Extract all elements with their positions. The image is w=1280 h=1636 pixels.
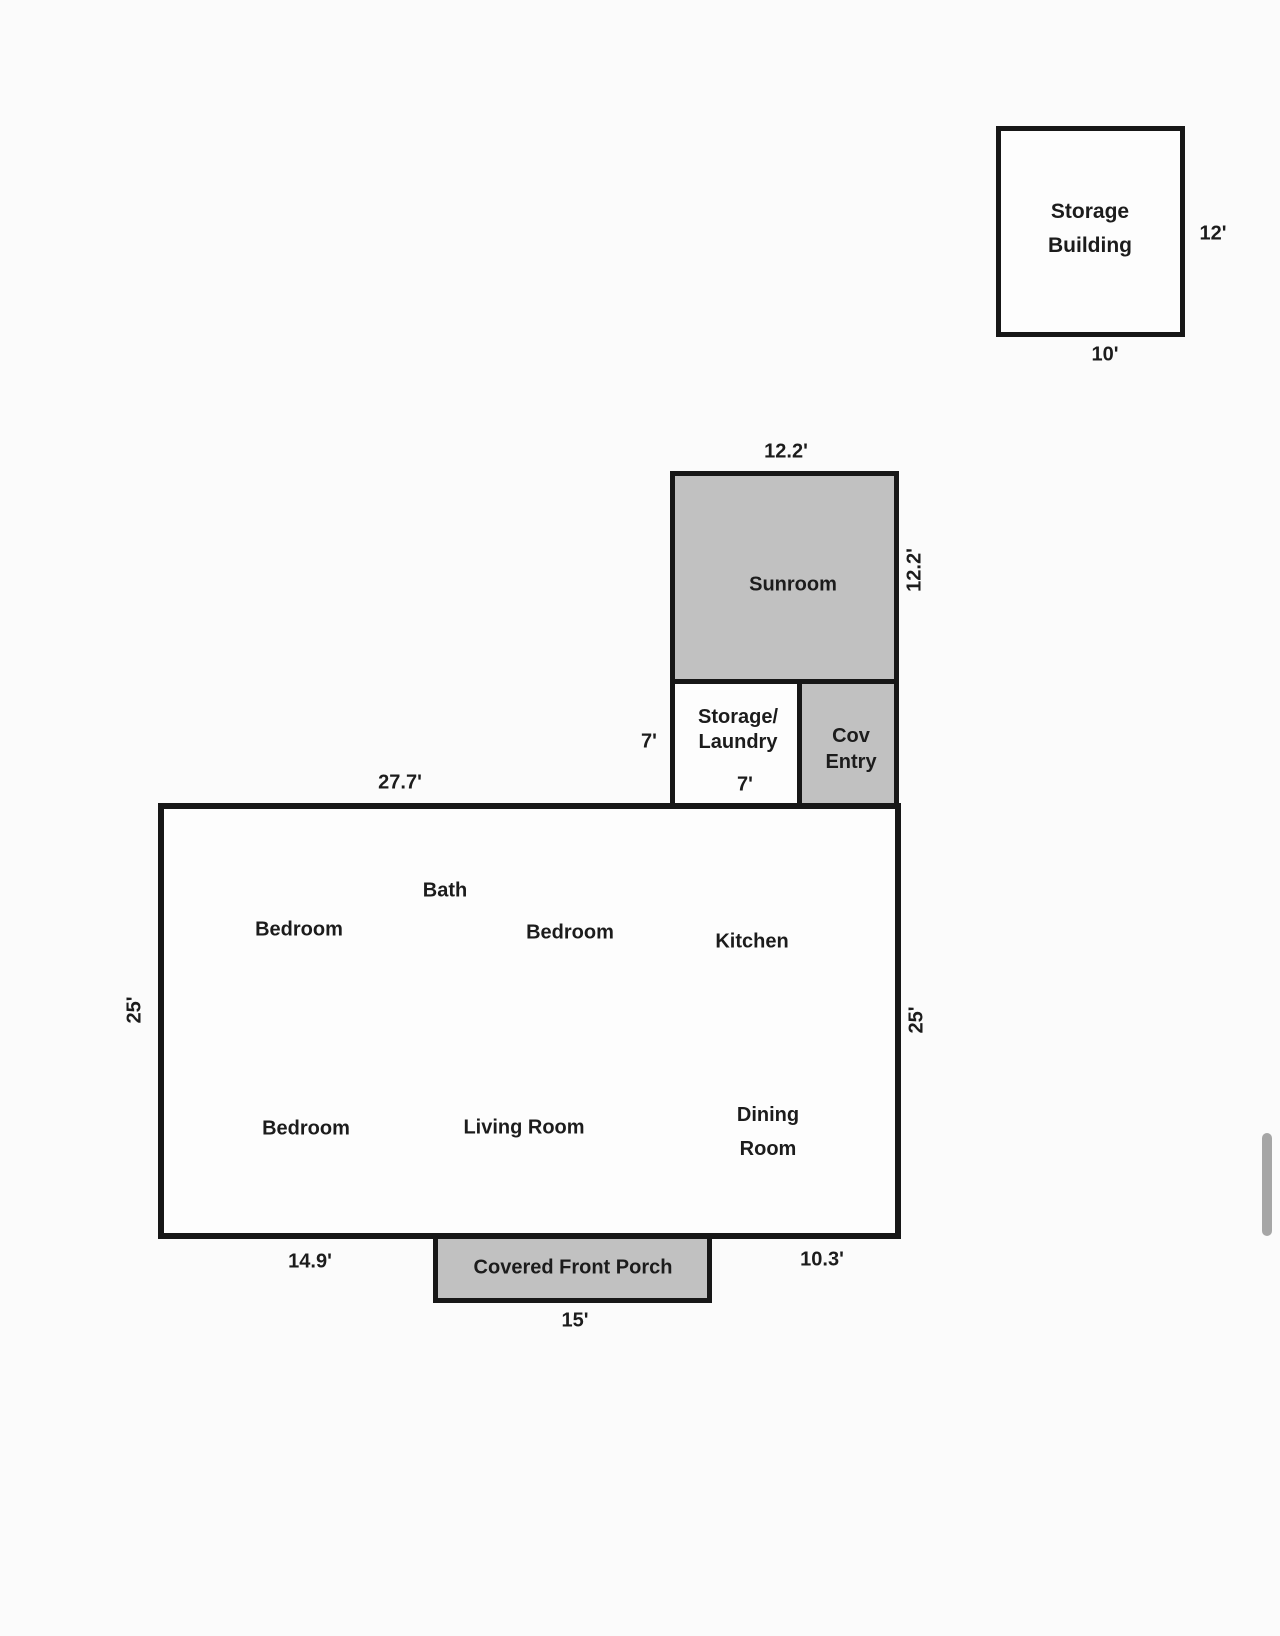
bath-label: Bath xyxy=(422,879,468,902)
covered-entry-label: Cov Entry xyxy=(825,723,876,775)
dining-room-label: Dining Room xyxy=(737,1098,799,1166)
dining-room-label-line1: Dining xyxy=(736,1104,800,1126)
main-house-bottom-right-dimension: 10.3' xyxy=(800,1248,844,1271)
storage-laundry-label-line1: Storage/ xyxy=(697,706,779,728)
living-room-label: Living Room xyxy=(463,1116,585,1139)
storage-building-label: Storage Building xyxy=(1048,195,1132,263)
covered-entry-label-line1: Cov xyxy=(832,725,870,747)
bedroom-upper-middle-label: Bedroom xyxy=(526,921,614,944)
storage-building-width-dimension: 10' xyxy=(1091,343,1119,366)
storage-building-room xyxy=(996,126,1185,337)
dining-room-label-line2: Room xyxy=(739,1138,797,1160)
sunroom-width-dimension: 12.2' xyxy=(764,440,808,463)
main-house-outline xyxy=(158,803,901,1239)
storage-building-label-line1: Storage xyxy=(1050,200,1130,223)
storage-laundry-height-dimension: 7' xyxy=(641,730,657,753)
covered-front-porch-room xyxy=(433,1234,712,1303)
main-house-top-dimension: 27.7' xyxy=(378,771,422,794)
main-house-left-dimension: 25' xyxy=(123,996,146,1024)
storage-laundry-width-dimension: 7' xyxy=(737,773,753,796)
sunroom-room xyxy=(670,471,899,684)
sunroom-height-dimension: 12.2' xyxy=(903,548,926,592)
storage-laundry-label-line2: Laundry xyxy=(698,731,778,753)
bedroom-upper-left-label: Bedroom xyxy=(255,918,343,941)
storage-building-height-dimension: 12' xyxy=(1199,222,1227,245)
storage-building-label-line2: Building xyxy=(1048,234,1132,257)
covered-entry-room xyxy=(797,679,899,809)
sunroom-label: Sunroom xyxy=(749,573,837,596)
main-house-bottom-left-dimension: 14.9' xyxy=(288,1250,332,1273)
scrollbar-thumb[interactable] xyxy=(1262,1133,1272,1236)
kitchen-label: Kitchen xyxy=(715,930,789,953)
storage-laundry-label: Storage/ Laundry xyxy=(698,705,778,755)
covered-front-porch-label: Covered Front Porch xyxy=(473,1256,673,1279)
porch-width-dimension: 15' xyxy=(561,1309,589,1332)
bedroom-lower-left-label: Bedroom xyxy=(262,1117,350,1140)
covered-entry-label-line2: Entry xyxy=(825,751,877,773)
main-house-right-dimension: 25' xyxy=(905,1006,928,1034)
